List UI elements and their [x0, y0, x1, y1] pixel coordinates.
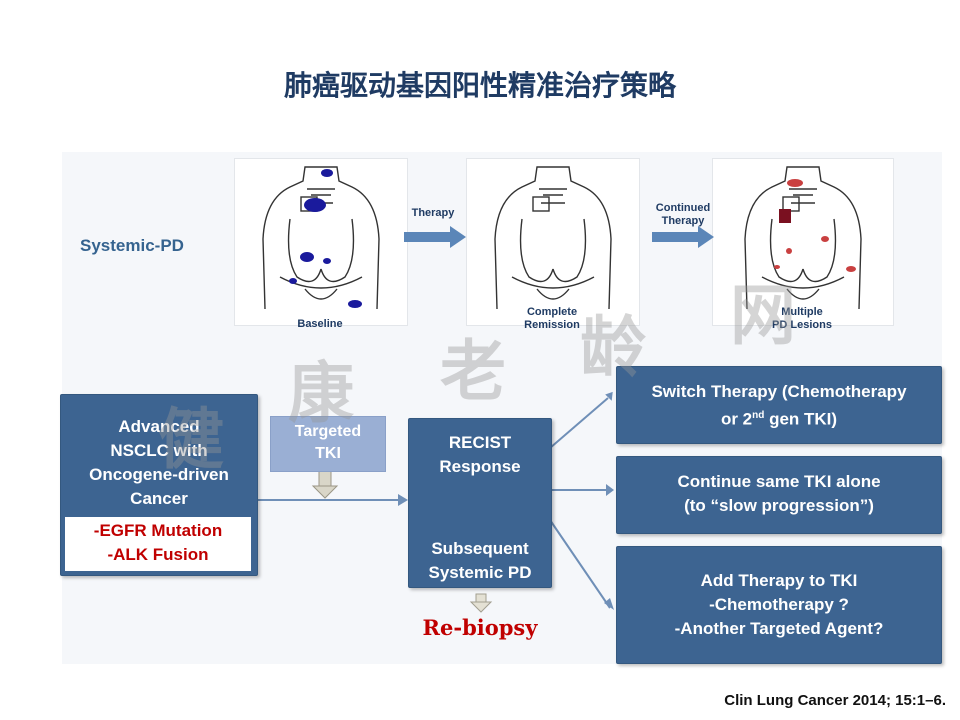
watermark-char-3: 老	[440, 332, 506, 410]
advanced-to-recist-arrowhead	[398, 494, 408, 506]
continued-therapy-arrow	[652, 226, 714, 248]
option3-arrowhead	[604, 598, 614, 610]
egfr-mutation-text: -EGFR Mutation	[93, 521, 223, 540]
watermark-char-5: 网	[730, 276, 796, 354]
switch-therapy-line1: Switch Therapy (Chemotherapy	[651, 382, 907, 401]
watermark-char-4: 龄	[580, 308, 646, 386]
watermark-char-1: 健	[158, 400, 224, 478]
therapy-arrow-label: Therapy	[411, 207, 455, 219]
torso-pd-lesions-illustration	[744, 166, 862, 310]
complete-remission-caption: Complete Remission	[466, 306, 638, 332]
advanced-line1: Advanced	[118, 417, 200, 436]
recist-to-option3-line	[549, 519, 611, 609]
switch-line2-part2: gen TKI)	[764, 409, 838, 429]
slide-title: 肺癌驱动基因阳性精准治疗策略	[283, 69, 676, 102]
advanced-line2: NSCLC with	[110, 441, 208, 460]
switch-line2-superscript: nd	[752, 410, 765, 421]
continue-tki-box: Continue same TKI alone (to “slow progre…	[616, 456, 942, 534]
switch-therapy-line2: or 2nd gen TKI)	[617, 404, 941, 432]
remission-caption-line1: Complete	[526, 306, 578, 318]
therapy-arrow	[404, 226, 466, 248]
recist-line1: RECIST	[448, 433, 512, 452]
targeted-tki-line1: Targeted	[294, 423, 362, 440]
continued-label-line2: Therapy	[661, 215, 705, 227]
rebiopsy-down-arrow	[469, 593, 493, 613]
remission-caption-line2: Remission	[524, 319, 580, 331]
tki-down-arrow	[311, 469, 339, 499]
multiple-caption-line2: PD Lesions	[772, 319, 832, 331]
recist-line3: Subsequent	[431, 539, 529, 558]
option2-arrowhead	[606, 484, 614, 496]
recist-line2: Response	[439, 457, 521, 476]
recist-response-box: RECIST Response Subsequent Systemic PD	[408, 418, 552, 588]
targeted-tki-line2: TKI	[315, 445, 341, 462]
baseline-caption: Baseline	[297, 318, 343, 330]
continue-tki-line1: Continue same TKI alone	[677, 472, 881, 491]
recist-line4: Systemic PD	[428, 563, 532, 582]
torso-baseline-illustration	[262, 166, 380, 310]
targeted-tki-box: Targeted TKI	[270, 416, 386, 472]
switch-therapy-box: Switch Therapy (Chemotherapy or 2nd gen …	[616, 366, 942, 444]
advanced-line3: Oncogene-driven	[89, 465, 229, 484]
pd-lesions-body-panel	[712, 158, 894, 326]
continue-tki-line2: (to “slow progression”)	[684, 496, 874, 515]
watermark-char-2: 康	[288, 354, 354, 432]
multiple-pd-lesions-caption: Multiple PD Lesions	[712, 306, 892, 332]
remission-body-panel	[466, 158, 640, 326]
advanced-line4: Cancer	[130, 489, 188, 508]
re-biopsy-label: Re-biopsy	[422, 615, 538, 640]
continued-label-line1: Continued	[655, 202, 711, 214]
alk-fusion-text: -ALK Fusion	[107, 545, 209, 564]
advanced-nsclc-box: Advanced NSCLC with Oncogene-driven Canc…	[60, 394, 258, 576]
driver-mutations-box: -EGFR Mutation -ALK Fusion	[65, 517, 251, 571]
torso-remission-illustration	[494, 166, 612, 310]
recist-to-option1-line	[549, 397, 609, 449]
continued-therapy-arrow-label: Continued Therapy	[648, 202, 718, 228]
option1-arrowhead	[605, 391, 613, 401]
switch-line2-part1: or 2	[720, 409, 753, 429]
add-therapy-box: Add Therapy to TKI -Chemotherapy ? -Anot…	[616, 546, 942, 664]
add-therapy-line1: Add Therapy to TKI	[700, 571, 858, 590]
systemic-pd-label: Systemic-PD	[80, 236, 184, 255]
multiple-caption-line1: Multiple	[781, 306, 823, 318]
add-therapy-line2: -Chemotherapy ?	[709, 595, 849, 614]
add-therapy-line3: -Another Targeted Agent?	[674, 619, 884, 638]
citation: Clin Lung Cancer 2014; 15:1–6.	[724, 692, 946, 709]
